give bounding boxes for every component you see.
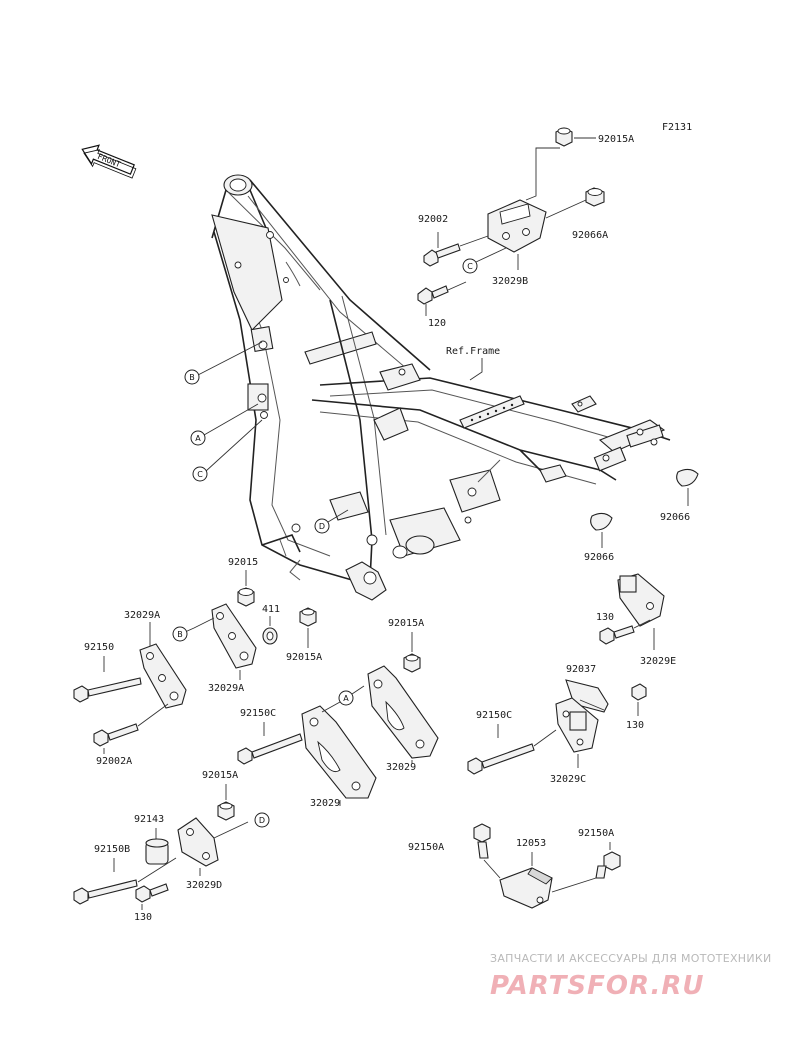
diagram-code: F2131 (662, 122, 692, 133)
svg-text:130: 130 (134, 912, 152, 923)
part-32029A-left: 32029A B (124, 610, 215, 709)
part-92002A: 92002A (93, 703, 169, 767)
part-130-right1: 130 (596, 612, 651, 645)
svg-text:D: D (259, 816, 265, 825)
svg-text:92015A: 92015A (286, 652, 322, 663)
svg-text:92002A: 92002A (96, 756, 132, 767)
part-92150A-right: 92150A (551, 828, 621, 893)
callout-d-frame: D (314, 509, 349, 534)
svg-text:32029: 32029 (386, 762, 416, 773)
part-92066-right: 92066 (660, 468, 699, 523)
watermark-logo: PARTSFOR.RU (490, 971, 704, 1001)
svg-text:130: 130 (596, 612, 614, 623)
callout-a-frame: A (190, 403, 259, 446)
svg-text:92015: 92015 (228, 557, 258, 568)
label-ref-frame: Ref.Frame (446, 346, 500, 357)
part-92150C-right: 92150C (467, 710, 557, 775)
svg-text:411: 411 (262, 604, 280, 615)
svg-text:92015A: 92015A (598, 134, 634, 145)
part-12053: 12053 (499, 838, 553, 909)
part-92015A-low: 92015A (202, 770, 238, 821)
part-92066A: 92066A (545, 187, 608, 241)
part-32029B: 32029B (487, 199, 547, 287)
svg-text:D: D (319, 522, 325, 531)
part-120: C 120 (417, 247, 507, 329)
part-92150: 92150 (73, 642, 142, 703)
svg-text:120: 120 (428, 318, 446, 329)
part-92066-mid: 92066 (584, 512, 614, 563)
svg-text:32029A: 32029A (208, 683, 244, 694)
svg-text:32029C: 32029C (550, 774, 586, 785)
svg-text:92150B: 92150B (94, 844, 130, 855)
part-92150C-left: 92150C (237, 708, 303, 765)
callout-b-frame: B (184, 341, 263, 385)
part-92143: 92143 (134, 814, 169, 865)
part-92015A-right: 92015A (388, 618, 424, 673)
svg-text:92066A: 92066A (572, 230, 608, 241)
svg-text:130: 130 (626, 720, 644, 731)
part-32029-a: 32029 A (301, 685, 377, 809)
svg-text:A: A (195, 434, 201, 443)
part-32029C: 32029C (550, 697, 599, 785)
motorcycle-frame (211, 174, 671, 601)
svg-text:92066: 92066 (584, 552, 614, 563)
svg-text:B: B (177, 630, 183, 639)
part-32029D: D 32029D (177, 812, 270, 891)
svg-text:32029B: 32029B (492, 276, 528, 287)
watermark-tagline: ЗАПЧАСТИ И АКСЕССУАРЫ ДЛЯ МОТОТЕХНИКИ (490, 952, 772, 965)
front-arrow-icon: FRONT (81, 144, 137, 179)
svg-text:32029A: 32029A (124, 610, 160, 621)
svg-text:B: B (189, 373, 195, 382)
svg-text:A: A (343, 694, 349, 703)
svg-text:92066: 92066 (660, 512, 690, 523)
svg-text:92002: 92002 (418, 214, 448, 225)
part-92015: 92015 (228, 557, 258, 607)
svg-text:92150A: 92150A (408, 842, 444, 853)
svg-text:12053: 12053 (516, 838, 546, 849)
svg-text:92015A: 92015A (202, 770, 238, 781)
svg-text:92150A: 92150A (578, 828, 614, 839)
svg-text:C: C (197, 470, 203, 479)
part-92015A-top: 92015A (525, 127, 634, 201)
part-32029E: 32029E (617, 573, 676, 667)
part-130-right2: 130 (626, 683, 647, 731)
svg-text:92150C: 92150C (476, 710, 512, 721)
svg-text:92015A: 92015A (388, 618, 424, 629)
svg-text:C: C (467, 262, 473, 271)
part-411: 411 (262, 604, 280, 645)
part-130-low: 130 (134, 883, 169, 923)
part-92150B: 92150B (73, 844, 177, 905)
svg-text:92143: 92143 (134, 814, 164, 825)
part-92002-top: 92002 (418, 214, 489, 267)
svg-text:92037: 92037 (566, 664, 596, 675)
part-32029-b: 32029 (367, 665, 439, 773)
svg-text:32029D: 32029D (186, 880, 222, 891)
svg-text:92150: 92150 (84, 642, 114, 653)
svg-text:92150C: 92150C (240, 708, 276, 719)
part-32029A-right: 32029A (208, 603, 257, 694)
svg-text:32029E: 32029E (640, 656, 676, 667)
svg-text:32029: 32029 (310, 798, 340, 809)
part-92150A-left: 92150A (408, 823, 501, 879)
callout-c-frame: C (192, 419, 263, 482)
part-92015A-mid: 92015A (286, 607, 322, 663)
